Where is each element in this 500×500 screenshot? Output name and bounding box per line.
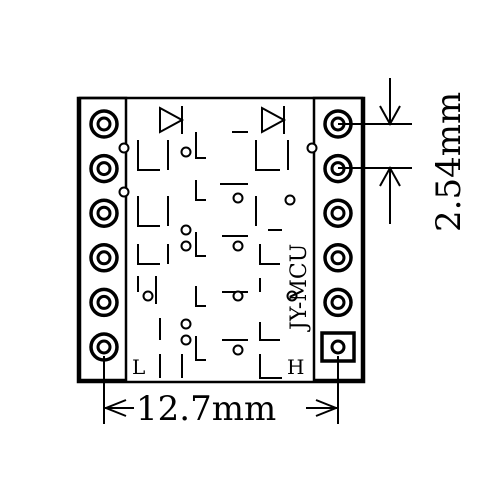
left-pin-hole-3 bbox=[96, 205, 112, 221]
pitch-dimension bbox=[338, 78, 412, 224]
right-marker: H bbox=[287, 355, 304, 379]
left-marker: L bbox=[132, 355, 145, 379]
left-header-pins bbox=[89, 109, 119, 362]
width-dimension-label: 12.7mm bbox=[136, 389, 276, 429]
right-header-pins bbox=[320, 109, 356, 363]
right-pin-hole-6 bbox=[330, 339, 346, 355]
width-dimension bbox=[103, 356, 339, 424]
right-pin-hole-3 bbox=[330, 205, 346, 221]
right-pin-hole-5 bbox=[330, 294, 346, 310]
diode-left-icon bbox=[159, 106, 185, 134]
left-pin-hole-6 bbox=[96, 339, 112, 355]
component-silkscreen bbox=[137, 131, 289, 379]
brand-label: JY-MCU bbox=[287, 244, 312, 332]
left-pin-hole-2 bbox=[96, 161, 112, 177]
pitch-dimension-label: 2.54mm bbox=[429, 92, 469, 232]
board-outline bbox=[76, 96, 366, 384]
diode-right-icon bbox=[261, 106, 287, 134]
left-pin-hole-4 bbox=[96, 250, 112, 266]
left-pin-hole-1 bbox=[96, 116, 112, 132]
left-pin-hole-5 bbox=[96, 294, 112, 310]
vias bbox=[118, 142, 318, 356]
right-pin-hole-4 bbox=[330, 250, 346, 266]
